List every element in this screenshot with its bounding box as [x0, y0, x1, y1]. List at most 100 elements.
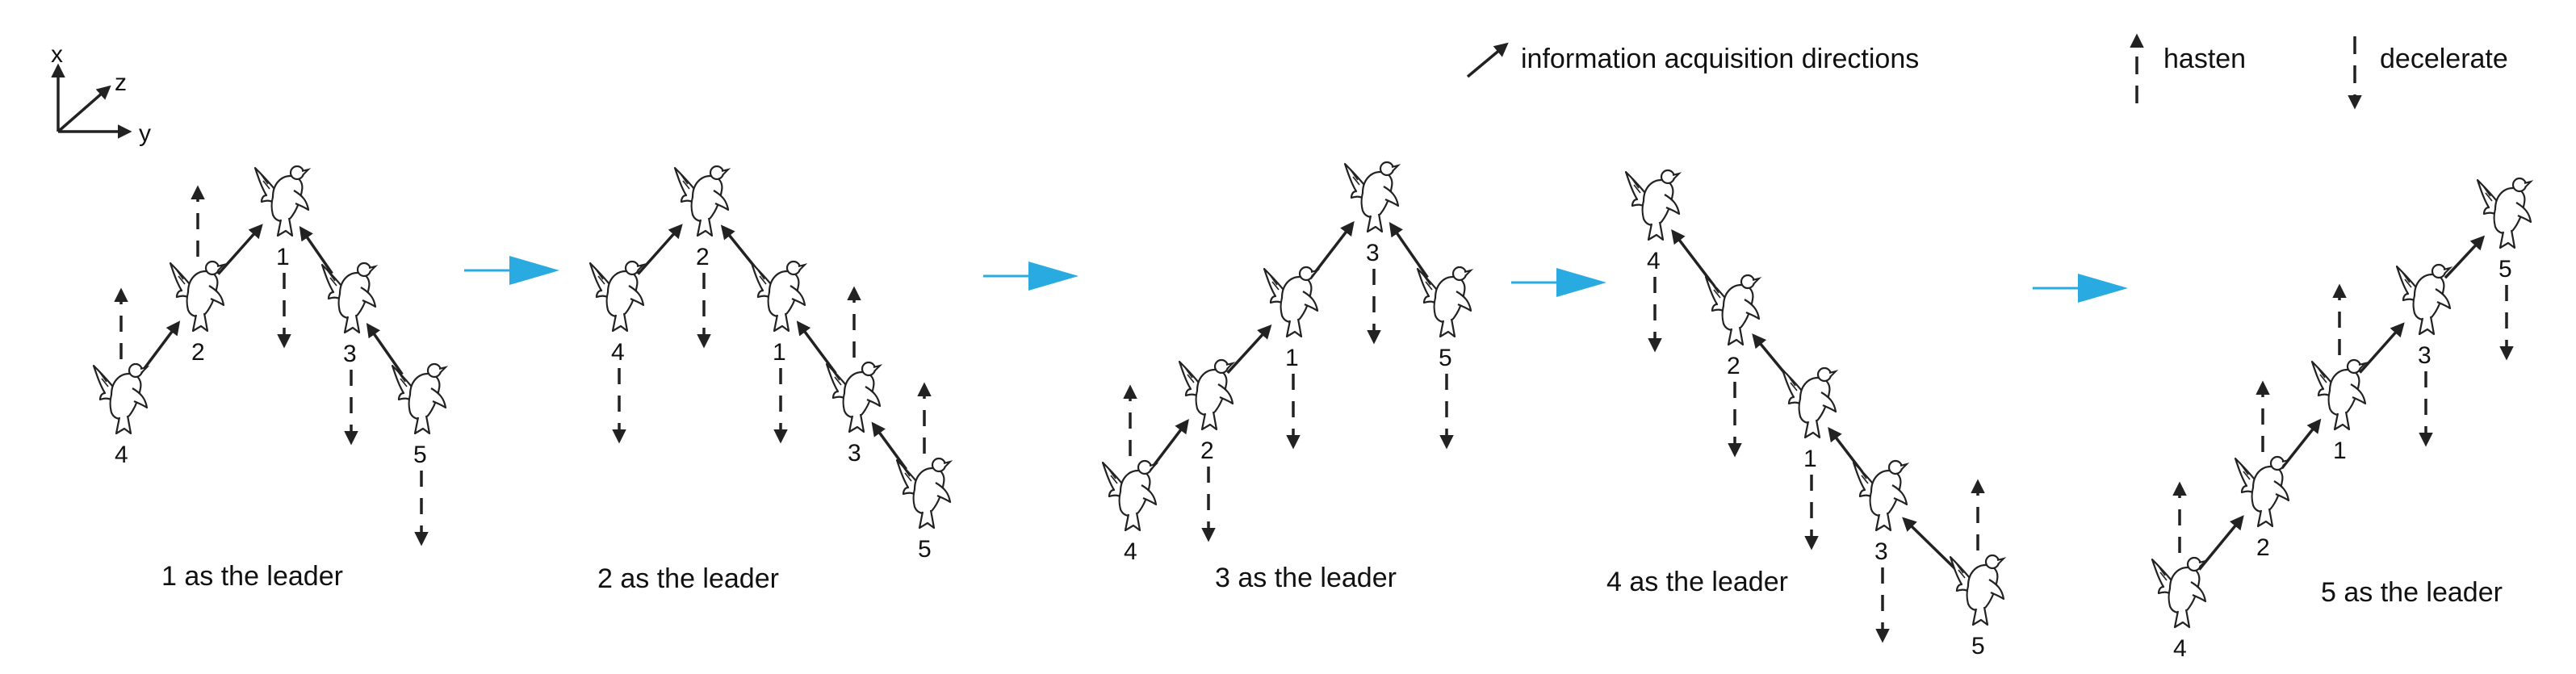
bird-label: 2: [1727, 353, 1740, 379]
bird-icon: [2310, 358, 2367, 431]
bird-1: 1: [2310, 283, 2367, 464]
axis-label-z: z: [115, 69, 127, 96]
bird-label: 1: [1803, 446, 1817, 472]
bird-4: 4: [1101, 384, 1158, 565]
bird-2: 2: [673, 165, 730, 349]
bird-icon: [1949, 554, 2005, 626]
bird-2: 2: [169, 185, 225, 366]
bird-icon: [2234, 455, 2290, 528]
bird-label: 4: [1124, 538, 1137, 565]
bird-label: 2: [2256, 534, 2270, 561]
info-arrow: [2358, 322, 2405, 374]
bird-4: 4: [92, 287, 149, 468]
info-arrow: [1902, 517, 1958, 571]
bird-label: 5: [413, 442, 427, 468]
info-arrow: [2444, 235, 2486, 279]
bird-label: 4: [611, 339, 625, 366]
bird-label: 2: [696, 244, 710, 270]
info-arrow: [1671, 229, 1716, 287]
bird-4: 4: [1624, 169, 1681, 353]
bird-3: 3: [1852, 459, 1908, 643]
info-arrow: [138, 320, 181, 376]
panel-caption: 4 as the leader: [1606, 567, 1788, 597]
axes-icon: x z y: [51, 41, 151, 147]
bird-icon: [169, 260, 225, 333]
bird-1: 1: [1781, 366, 1837, 551]
legend: information acquisition directions haste…: [1466, 33, 2508, 110]
panel-1: 1 2 3 4 5 1 as the leader: [92, 165, 447, 592]
bird-5: 5: [1416, 266, 1472, 450]
bird-5: 5: [1949, 479, 2005, 659]
info-arrow: [216, 224, 263, 275]
bird-icon: [825, 361, 882, 433]
bird-icon: [1852, 459, 1908, 532]
bird-icon: [1343, 161, 1400, 233]
bird-label: 5: [1439, 345, 1452, 371]
bird-label: 3: [848, 440, 861, 467]
transition-arrow-1: [464, 256, 559, 285]
bird-icon: [391, 362, 447, 435]
bird-5: 5: [391, 362, 447, 546]
transition-arrow-2: [983, 262, 1079, 291]
bird-3: 3: [825, 286, 882, 467]
bird-label: 2: [1200, 437, 1214, 464]
bird-1: 1: [253, 165, 310, 349]
bird-icon: [1704, 274, 1761, 346]
info-arrow: [1309, 220, 1355, 279]
panel-4: 4 2 1 3 5 4 as the leader: [1606, 169, 2005, 659]
bird-label: 3: [1874, 538, 1888, 565]
bird-icon: [1781, 366, 1837, 439]
bird-label: 1: [1285, 345, 1299, 371]
bird-label: 3: [1366, 240, 1380, 266]
bird-3: 3: [2395, 263, 2452, 447]
panel-caption: 2 as the leader: [597, 563, 779, 594]
bird-label: 5: [1971, 633, 1985, 659]
bird-icon: [673, 165, 730, 237]
info-arrow: [1226, 324, 1272, 375]
bird-label: 3: [2418, 342, 2431, 369]
bird-icon: [320, 262, 377, 334]
bird-2: 2: [1178, 358, 1234, 542]
bird-label: 4: [1647, 248, 1661, 274]
panel-caption: 5 as the leader: [2321, 577, 2503, 608]
bird-1: 1: [1263, 266, 1319, 450]
bird-4: 4: [589, 260, 645, 444]
bird-icon: [1178, 358, 1234, 431]
bird-label: 3: [343, 341, 357, 367]
axis-label-y: y: [139, 120, 151, 147]
bird-icon: [253, 165, 310, 237]
bird-1: 1: [750, 260, 806, 444]
info-arrow: [871, 421, 907, 471]
info-arrow: [796, 320, 837, 375]
bird-icon: [1624, 169, 1681, 241]
bird-label: 1: [773, 339, 786, 366]
legend-info-label: information acquisition directions: [1521, 44, 1919, 74]
legend-hasten-label: hasten: [2163, 44, 2246, 74]
bird-3: 3: [320, 262, 377, 446]
bird-5: 5: [895, 382, 952, 563]
panel-2: 2 4 1 3 5 2 as the leader: [589, 165, 952, 594]
info-arrow: [1389, 222, 1429, 278]
bird-label: 1: [2333, 437, 2347, 464]
info-arrow: [299, 226, 333, 274]
bird-icon: [1263, 266, 1319, 338]
bird-icon: [895, 457, 952, 530]
axis-label-x: x: [51, 41, 63, 68]
legend-decelerate-label: decelerate: [2380, 44, 2508, 74]
info-arrow: [636, 224, 683, 275]
panel-caption: 1 as the leader: [161, 561, 343, 592]
bird-icon: [1416, 266, 1472, 338]
bird-4: 4: [2151, 481, 2207, 662]
bird-icon: [2395, 263, 2452, 336]
panel-3: 3 1 2 4 5 3 as the leader: [1101, 161, 1472, 593]
bird-label: 1: [276, 244, 290, 270]
panel-caption: 3 as the leader: [1215, 563, 1397, 593]
bird-icon: [92, 362, 149, 435]
transition-arrow-4: [2033, 274, 2128, 303]
bird-icon: [2151, 556, 2207, 629]
transition-arrow-3: [1511, 268, 1606, 297]
bird-icon: [2476, 177, 2532, 249]
bird-icon: [1101, 459, 1158, 532]
